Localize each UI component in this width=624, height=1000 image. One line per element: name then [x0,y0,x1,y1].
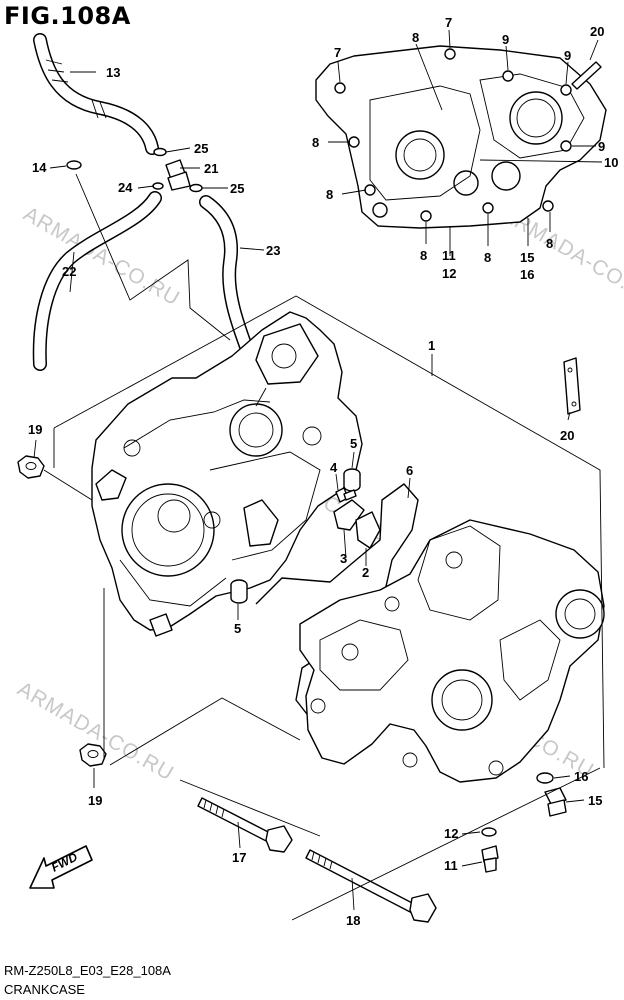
crankcase-right-lower [299,519,605,783]
figure-title: FIG.108A [4,2,131,30]
callout-15-top: 15 [520,250,534,265]
callout-labels: 13 14 25 21 24 25 22 23 7 7 8 9 9 20 8 8… [28,15,618,928]
callout-19-lower: 19 [88,793,102,808]
callout-9-right: 9 [598,139,605,154]
watermark-4: ARMADA-CO.RU [14,677,178,785]
assembly-frame-lines [43,295,605,921]
callout-20-lower: 20 [560,428,574,443]
callout-5-lower: 5 [234,621,241,636]
gasket-2 [355,511,381,549]
callout-24: 24 [118,180,133,195]
callout-6: 6 [406,463,413,478]
nut-19-upper [17,455,45,479]
washer-12 [481,827,497,837]
callout-20-top: 20 [590,24,604,39]
callout-7-right: 7 [445,15,452,30]
dowel-5-lower [230,579,248,604]
callout-13: 13 [106,65,120,80]
callout-25-lower: 25 [230,181,244,196]
callout-11-top: 11 [442,248,456,263]
clamp-25-upper [153,147,167,157]
plug-15 [544,787,567,817]
callout-16-lower: 16 [574,769,588,784]
clamp-25-lower [189,183,203,193]
callout-8-left-lower: 8 [326,187,333,202]
callout-16-top: 16 [520,267,534,282]
breather-hose-group [32,33,263,411]
callout-1: 1 [428,338,435,353]
callout-4: 4 [330,460,338,475]
dowel-5-upper [343,468,361,492]
callout-21: 21 [204,161,218,176]
callout-17: 17 [232,850,246,865]
callout-8-bottom-2: 8 [484,250,491,265]
crankcase-right-half [315,45,607,229]
callout-22: 22 [62,264,76,279]
callout-12-lower: 12 [444,826,458,841]
callout-8-bottom-1: 8 [420,248,427,263]
plate-20-lower [563,357,581,415]
washer-16 [536,772,554,784]
diagram-name: CRANKCASE [4,982,85,997]
callout-3: 3 [340,551,347,566]
crankcase-left-half [91,311,363,637]
diagram-code: RM-Z250L8_E03_E28_108A [4,963,171,978]
callout-11-lower: 11 [444,858,458,873]
callout-8-left: 8 [312,135,319,150]
bolt-4 [335,487,357,503]
callout-8-bottom-3: 8 [546,236,553,251]
fwd-arrow: FWD [29,845,93,889]
bolt-18 [305,849,437,923]
callout-8-top: 8 [412,30,419,45]
clamp-24 [152,182,164,190]
callout-5-upper: 5 [350,436,357,451]
clip-14 [66,160,82,170]
bolt-11 [481,845,499,873]
callout-25-upper: 25 [194,141,208,156]
callout-9-upper-right: 9 [564,48,571,63]
callout-23: 23 [266,243,280,258]
leader-lines [33,29,603,911]
callout-19-upper: 19 [28,422,42,437]
hose-13 [33,33,159,155]
callout-10: 10 [604,155,618,170]
callout-14: 14 [32,160,47,175]
callout-2: 2 [362,565,369,580]
callout-18: 18 [346,913,360,928]
callout-12-top: 12 [442,266,456,281]
plate-20-upper [571,61,602,90]
bolt-17 [197,797,293,853]
callout-9-top: 9 [502,32,509,47]
callout-7-left: 7 [334,45,341,60]
callout-15-lower: 15 [588,793,602,808]
